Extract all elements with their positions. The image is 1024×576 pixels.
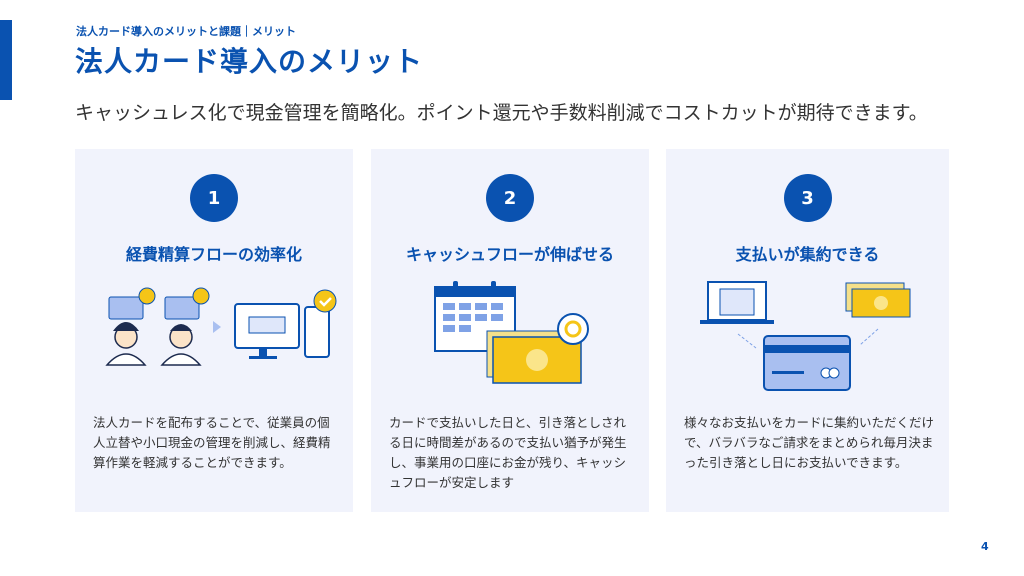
card-description: 法人カードを配布することで、従業員の個人立替や小口現金の管理を削減し、経費精算作… xyxy=(93,415,331,470)
breadcrumb: 法人カード導入のメリットと課題｜メリット xyxy=(76,25,296,38)
employees-to-computer-icon xyxy=(75,279,353,389)
card-heading: 経費精算フローの効率化 xyxy=(125,245,302,264)
subtitle: キャッシュレス化で現金管理を簡略化。ポイント還元や手数料削減でコストカットが期待… xyxy=(75,102,928,124)
merit-card-3: 3 支払いが集約できる 様々なお支払いをカードに集約いただくだけで、バラバラなご… xyxy=(666,149,949,512)
card-description: 様々なお支払いをカードに集約いただくだけで、バラバラなご請求をまとめられ毎月決ま… xyxy=(684,415,935,470)
page-title: 法人カード導入のメリット xyxy=(75,45,424,78)
merit-card-2: 2 キャッシュフローが伸ばせる カードで支払いした日と、引き落としされる日に時間… xyxy=(371,149,649,512)
calendar-money-icon xyxy=(371,279,649,389)
card-description: カードで支払いした日と、引き落としされる日に時間差があるので支払い猶予が発生し、… xyxy=(389,415,627,490)
merit-card-1: 1 経費精算フローの効率化 法人カードを配布することで、従業員の個人立替や小口現… xyxy=(75,149,353,512)
page-number: 4 xyxy=(981,540,989,553)
number-badge: 2 xyxy=(486,174,534,222)
card-heading: キャッシュフローが伸ばせる xyxy=(405,245,614,264)
card-heading: 支払いが集約できる xyxy=(735,245,880,264)
bills-to-card-icon xyxy=(666,279,949,391)
number-badge: 3 xyxy=(783,174,832,222)
number-badge: 1 xyxy=(190,174,238,222)
accent-bar xyxy=(0,20,12,100)
